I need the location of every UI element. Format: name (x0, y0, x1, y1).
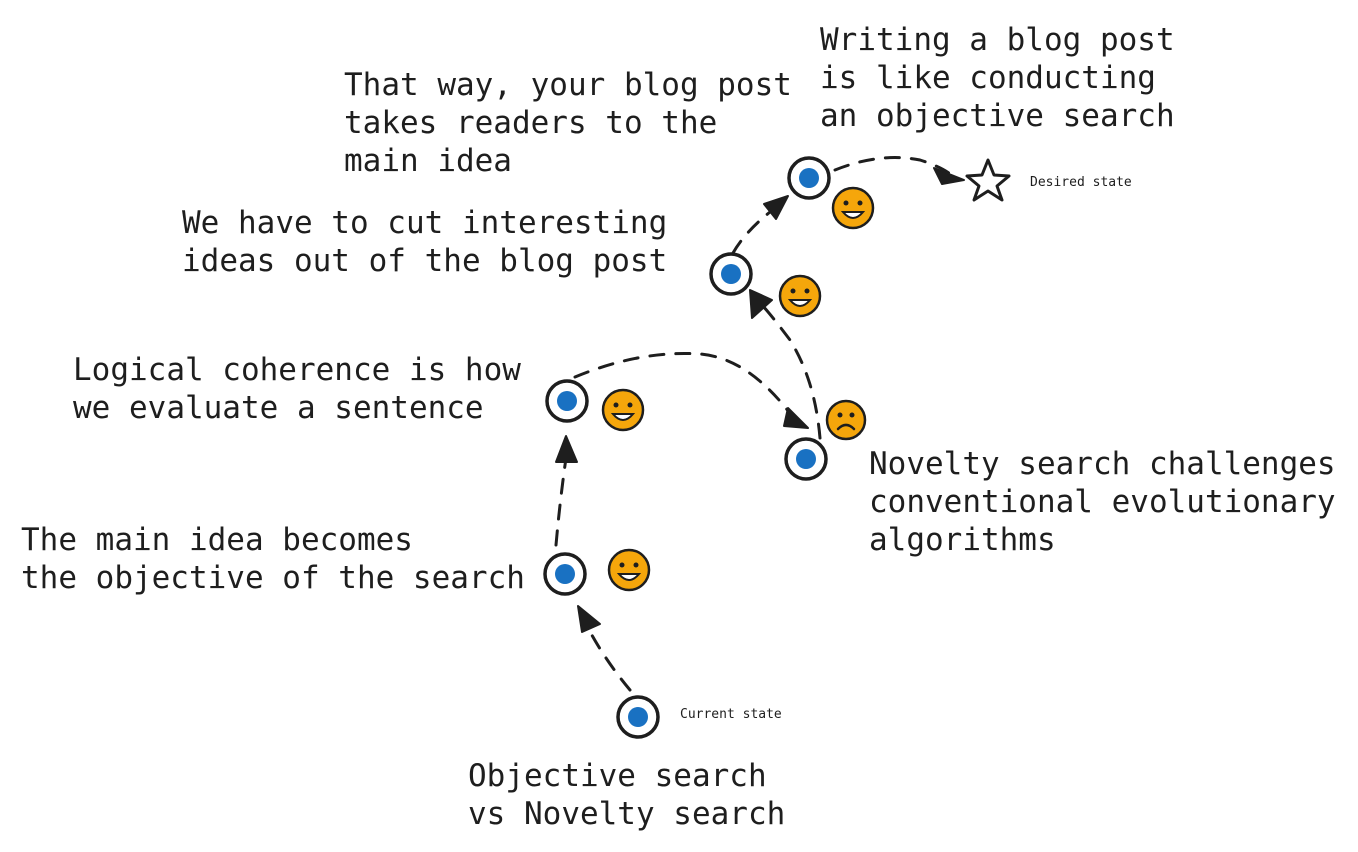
node-step5 (787, 156, 831, 200)
label-step5: That way, your blog post takes readers t… (344, 67, 792, 179)
smiley-face-icon (778, 274, 822, 318)
label-start-topic: Objective search vs Novelty search (468, 758, 786, 832)
current-state-marker: Current state (680, 707, 782, 722)
node-current-state (616, 695, 660, 739)
label-goal: Writing a blog post is like conducting a… (820, 22, 1175, 134)
smiley-face-icon (607, 548, 651, 592)
node-step1 (543, 552, 587, 596)
node-step3 (784, 437, 828, 481)
desired-state-marker: Desired state (1030, 175, 1132, 190)
smiley-face-icon (831, 186, 875, 230)
arrow-step4-to-step5 (731, 210, 772, 255)
arrowhead-icon (933, 167, 965, 185)
node-step2 (545, 379, 589, 423)
label-step2: Logical coherence is how we evaluate a s… (73, 352, 521, 426)
arrowhead-icon (577, 605, 601, 633)
arrow-step3-to-step4 (760, 303, 822, 440)
star-icon (965, 158, 1011, 202)
label-step3: Novelty search challenges conventional e… (869, 446, 1336, 558)
node-step4 (709, 252, 753, 296)
label-step1: The main idea becomes the objective of t… (21, 522, 525, 596)
smiley-face-icon (601, 388, 645, 432)
arrow-step2-to-step3 (573, 352, 797, 422)
sad-face-icon (825, 399, 867, 441)
arrowhead-icon (749, 289, 773, 319)
arrowhead-icon (783, 407, 809, 429)
arrowhead-icon (555, 435, 578, 463)
arrow-current-to-step1 (586, 626, 632, 692)
arrow-step5-to-goal (833, 156, 957, 180)
label-step4: We have to cut interesting ideas out of … (182, 205, 668, 279)
arrow-step1-to-step2 (554, 456, 568, 547)
arrowhead-icon (763, 195, 789, 220)
